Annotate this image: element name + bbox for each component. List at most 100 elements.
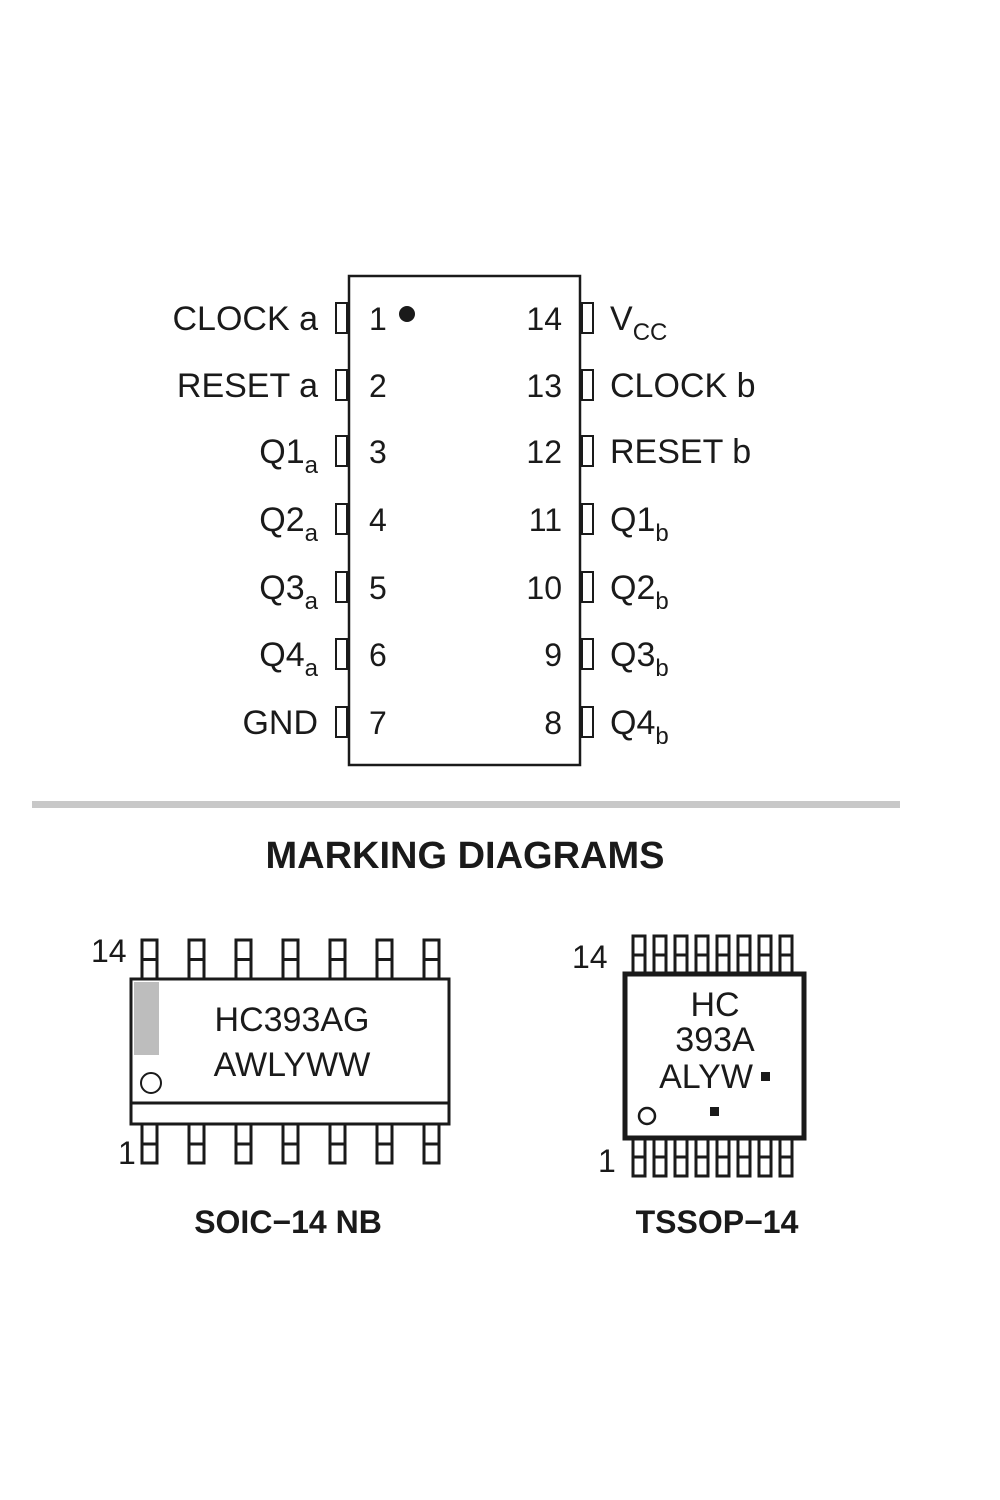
soic-body — [129, 977, 451, 1126]
pin-subscript: a — [305, 520, 319, 547]
pin-subscript: a — [305, 588, 319, 615]
tssop-marking-line3: ALYW — [659, 1058, 753, 1096]
pin-number: 14 — [526, 301, 562, 337]
soic-top-lead — [375, 938, 394, 979]
tssop-bottom-lead — [652, 1138, 668, 1178]
tssop-bottom-lead — [715, 1138, 731, 1178]
tssop-top-lead — [694, 934, 710, 974]
soic-top-lead — [281, 938, 300, 979]
pin-label: Q1b — [610, 501, 669, 547]
pin-row-6: 6 Q4a — [259, 636, 387, 682]
pin-number: 12 — [526, 434, 562, 470]
tssop-bottom-lead — [694, 1138, 710, 1178]
tssop-top-lead — [736, 934, 752, 974]
tssop-pin1-label: 1 — [598, 1143, 616, 1179]
pin-number: 10 — [526, 570, 562, 606]
tssop-marking-line1: HC — [690, 986, 739, 1024]
soic-top-lead — [234, 938, 253, 979]
pin-stub — [581, 435, 594, 467]
pin-stub — [335, 638, 348, 670]
pin-number: 11 — [529, 502, 562, 538]
pin-stub — [335, 503, 348, 535]
soic-pin1-circle — [140, 1072, 162, 1094]
tssop-top-lead — [778, 934, 794, 974]
pin-name: Q3 — [259, 569, 304, 607]
pin-name: Q2 — [610, 569, 655, 607]
pin-name: CLOCK a — [173, 300, 319, 338]
soic-bottom-lead — [328, 1124, 347, 1165]
soic-marking-line2: AWLYWW — [214, 1046, 371, 1084]
pin-label: CLOCK a — [173, 300, 319, 338]
pin-name: Q3 — [610, 636, 655, 674]
pin-subscript: CC — [633, 319, 668, 346]
section-divider — [32, 801, 900, 808]
tssop-bottom-leads — [631, 1138, 794, 1178]
tssop-top-lead — [631, 934, 647, 974]
pin-row-7: 7 GND — [242, 704, 386, 742]
tssop-top-lead — [652, 934, 668, 974]
pin-label: RESET b — [610, 433, 751, 471]
marking-title: MARKING DIAGRAMS — [266, 835, 665, 877]
chip-body — [347, 274, 582, 767]
pin-subscript: a — [305, 452, 319, 479]
pin-stub — [335, 302, 348, 334]
soic-bottom-lead — [375, 1124, 394, 1165]
pin-number: 6 — [369, 637, 387, 673]
tssop-bottom-lead — [673, 1138, 689, 1178]
soic-bottom-lead — [281, 1124, 300, 1165]
soic-package: HC393AG AWLYWW 14 1 SOIC−14 NB — [91, 933, 451, 1240]
pin-label: GND — [242, 704, 318, 742]
soic-top-leads — [140, 938, 441, 979]
pin-number: 1 — [369, 301, 387, 337]
soic-bottom-lead — [140, 1124, 159, 1165]
pin-stub — [335, 706, 348, 738]
pin-row-10: 10 Q2b — [526, 569, 668, 615]
pin-stub — [581, 503, 594, 535]
tssop-pin14-label: 14 — [572, 939, 608, 975]
tssop-bottom-lead — [631, 1138, 647, 1178]
pin-label: Q3b — [610, 636, 669, 682]
pin-row-1: 1 CLOCK a — [173, 300, 387, 338]
tssop-bottom-lead — [757, 1138, 773, 1178]
pin-row-12: 12 RESET b — [526, 433, 751, 471]
pin-stub — [581, 706, 594, 738]
pin-subscript: a — [305, 655, 319, 682]
tssop-pb-free-dot-1 — [761, 1072, 770, 1081]
tssop-bottom-lead — [736, 1138, 752, 1178]
pin-name: GND — [242, 704, 318, 742]
soic-bottom-lead — [187, 1124, 206, 1165]
pin-label: Q4b — [610, 704, 669, 750]
tssop-pin1-circle — [637, 1106, 657, 1126]
pin-stub — [581, 302, 594, 334]
soic-top-lead — [187, 938, 206, 979]
pin-subscript: b — [655, 723, 668, 750]
tssop-package: HC 393A ALYW 14 1 TSSOP−14 — [572, 934, 807, 1240]
pin-stub — [335, 571, 348, 603]
pin-name: RESET a — [177, 367, 318, 405]
pin-name: Q1 — [610, 501, 655, 539]
soic-top-lead — [140, 938, 159, 979]
pin-label: Q3a — [259, 569, 318, 615]
soic-bottom-leads — [140, 1124, 441, 1165]
pin-stub — [335, 435, 348, 467]
tssop-top-leads — [631, 934, 794, 974]
pin-label: Q2b — [610, 569, 669, 615]
pin1-indicator-dot — [399, 306, 415, 322]
pin-number: 7 — [369, 705, 387, 741]
pin-name: Q4 — [259, 636, 304, 674]
pin-label: Q4a — [259, 636, 318, 682]
pin-name: Q1 — [259, 433, 304, 471]
pin-number: 13 — [526, 368, 562, 404]
tssop-bottom-lead — [778, 1138, 794, 1178]
pin-label: Q2a — [259, 501, 318, 547]
